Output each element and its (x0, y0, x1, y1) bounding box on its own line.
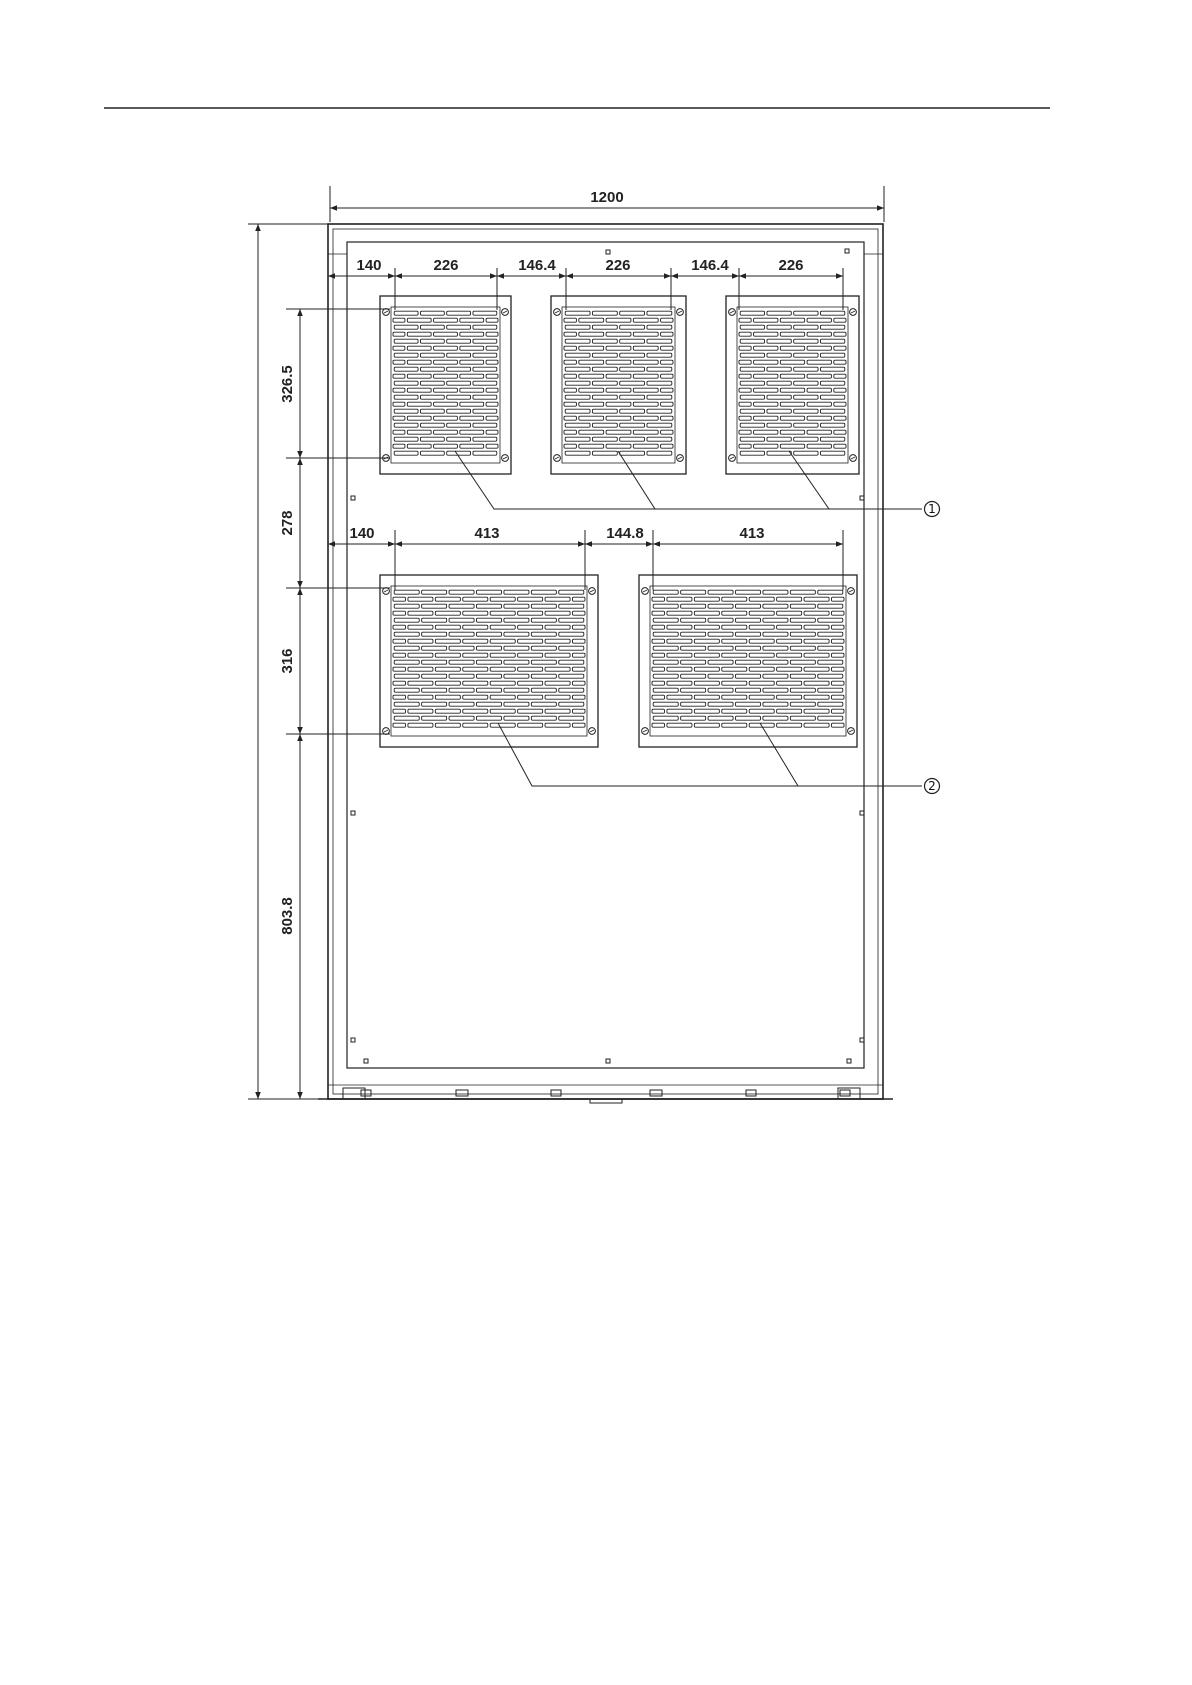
dim-top-vent-3-width: 226 (778, 257, 803, 274)
dim-bottom-clearance: 803.8 (279, 897, 296, 935)
dim-bottom-vent-2-width: 413 (739, 525, 764, 542)
vent-top-center (551, 296, 686, 474)
overall-width-label: 1200 (590, 189, 623, 206)
dim-bottom-vent-1-width: 413 (474, 525, 499, 542)
vent-bottom-right (639, 575, 857, 747)
dim-top-vent-2-width: 226 (605, 257, 630, 274)
callout-1: 1 (925, 502, 940, 517)
dim-top-vent-height: 326.5 (279, 365, 296, 403)
vertical-dimension-lines (248, 224, 390, 1099)
cabinet-feet (343, 1088, 860, 1103)
vent-top-right (726, 296, 859, 474)
dim-top-gap-1: 146.4 (518, 257, 556, 274)
dim-top-vent-1-width: 226 (433, 257, 458, 274)
dim-bottom-left-margin: 140 (349, 525, 374, 542)
dim-bottom-gap: 144.8 (606, 525, 644, 542)
callout-2: 2 (925, 779, 940, 794)
dim-vent-row-gap: 278 (279, 510, 296, 535)
vent-top-left (380, 296, 511, 474)
dim-bottom-vent-height: 316 (279, 648, 296, 673)
vent-grilles (380, 296, 859, 747)
dim-top-gap-2: 146.4 (691, 257, 729, 274)
svg-text:2: 2 (928, 779, 936, 793)
svg-text:1: 1 (928, 502, 936, 516)
vent-bottom-left (380, 575, 598, 747)
dim-top-left-margin: 140 (356, 257, 381, 274)
